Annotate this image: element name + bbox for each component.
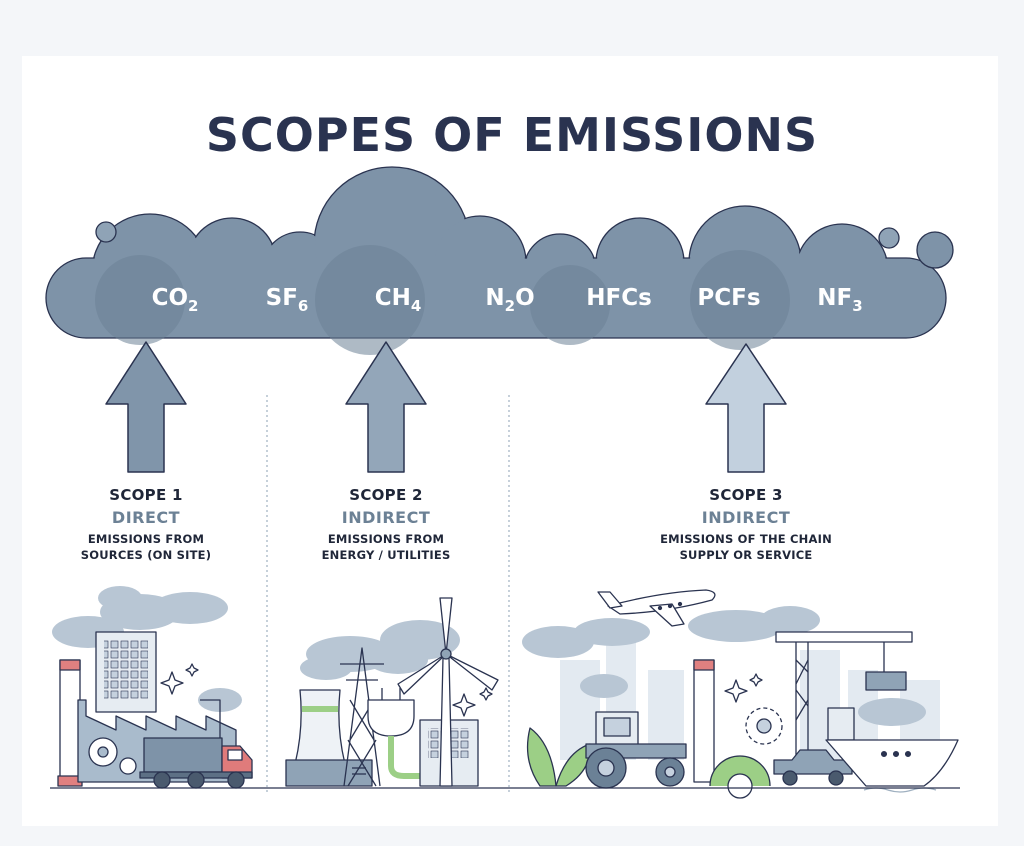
gas-label-pcfs: PCFs — [697, 285, 761, 311]
gas-label-co2: CO2 — [151, 285, 199, 315]
airplane-icon — [597, 589, 716, 627]
scope3-label: SCOPE 3 INDIRECT EMISSIONS OF THE CHAIN … — [636, 486, 856, 563]
gas-label-n2o: N2O — [485, 285, 535, 315]
power-plant-icon — [285, 689, 373, 787]
sparkle-icon — [452, 687, 493, 717]
transmission-tower-icon — [340, 647, 384, 787]
scope1-arrow — [105, 341, 187, 473]
scope2-arrow — [345, 341, 427, 473]
smoke-cloud — [522, 606, 926, 726]
scope2-number: SCOPE 2 — [349, 486, 423, 504]
truck-icon — [139, 699, 253, 789]
gas-label-ch4: CH4 — [374, 285, 422, 315]
crane-icon — [775, 631, 913, 772]
chimney-icon — [57, 659, 83, 787]
scope1-kind: DIRECT — [111, 508, 181, 527]
sparkle-icon — [160, 663, 199, 695]
chimney-icon — [693, 659, 715, 783]
scope3-kind: INDIRECT — [701, 508, 791, 527]
power-plug-icon — [367, 688, 430, 779]
scope2-illustration — [285, 597, 499, 787]
smoke-cloud — [300, 620, 460, 680]
gear-icon — [709, 707, 783, 799]
scope1-number: SCOPE 1 — [109, 486, 183, 504]
ship-icon — [825, 707, 959, 793]
scope2-description: EMISSIONS FROM ENERGY / UTILITIES — [321, 532, 451, 562]
scope1-illustration — [52, 586, 253, 789]
tractor-icon — [585, 711, 687, 789]
scope1-description: EMISSIONS FROM SOURCES (ON SITE) — [80, 532, 212, 562]
car-icon — [773, 749, 853, 786]
sparkle-icon — [724, 673, 763, 703]
smoke-cloud — [52, 586, 242, 712]
scope3-illustration — [522, 589, 959, 799]
page-title: SCOPES OF EMISSIONS — [205, 108, 819, 162]
scope2-label: SCOPE 2 INDIRECT EMISSIONS FROM ENERGY /… — [296, 486, 476, 563]
gas-label-hfcs: HFCs — [586, 285, 652, 311]
scope1-label: SCOPE 1 DIRECT EMISSIONS FROM SOURCES (O… — [56, 486, 236, 563]
wind-turbine-icon — [397, 597, 499, 787]
gas-label-nf3: NF3 — [817, 285, 863, 315]
scope3-arrow — [705, 343, 787, 473]
scope2-kind: INDIRECT — [341, 508, 431, 527]
emissions-cloud — [45, 166, 954, 355]
scope3-number: SCOPE 3 — [709, 486, 783, 504]
gas-label-sf6: SF6 — [265, 285, 309, 315]
scope3-description: EMISSIONS OF THE CHAIN SUPPLY OR SERVICE — [660, 532, 832, 562]
